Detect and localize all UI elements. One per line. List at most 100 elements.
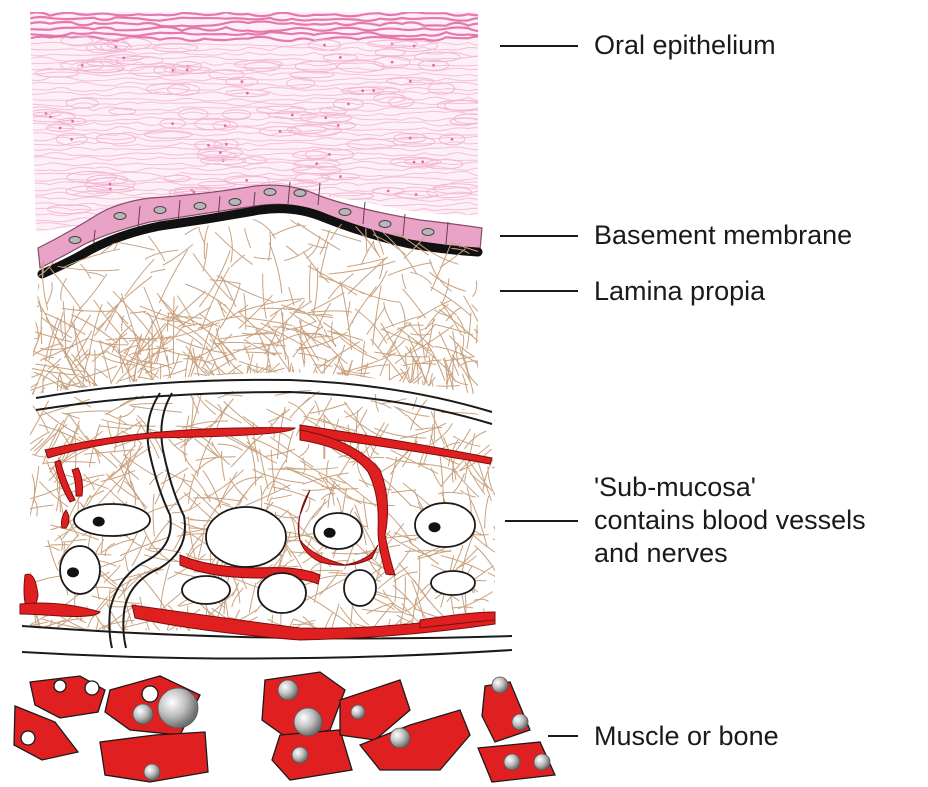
- fibre: [370, 270, 388, 297]
- fibre: [250, 366, 261, 415]
- fibre: [80, 264, 90, 279]
- fibre: [249, 583, 255, 613]
- label-muscle-or-bone: Muscle or bone: [594, 720, 779, 753]
- fibre: [224, 304, 244, 322]
- fibre: [136, 628, 146, 676]
- epithelium-nucleus: [71, 120, 74, 123]
- fibre: [88, 272, 104, 276]
- sub-mucosa-lower-boundary-inner: [22, 650, 512, 659]
- fibre: [100, 561, 117, 566]
- fibre: [314, 378, 326, 415]
- fibre: [492, 417, 510, 442]
- fibre: [254, 363, 280, 384]
- fibre: [63, 540, 87, 543]
- fibre: [1, 374, 33, 380]
- fibre: [150, 269, 165, 272]
- epithelium-nucleus: [451, 138, 454, 141]
- epithelium-nucleus: [315, 162, 318, 165]
- fibre: [263, 274, 267, 319]
- fibre: [163, 244, 193, 265]
- fibre: [410, 395, 432, 431]
- fibre: [272, 225, 301, 236]
- fibre: [45, 546, 60, 550]
- fibre: [47, 283, 53, 305]
- bone-granule: [492, 677, 508, 693]
- fibre: [60, 496, 61, 512]
- fibre: [57, 372, 60, 408]
- fibre: [173, 628, 178, 653]
- fibre: [166, 388, 189, 394]
- fibre: [153, 494, 154, 537]
- bone-granule: [390, 728, 410, 748]
- bone-granule: [351, 705, 365, 719]
- fibre: [355, 309, 387, 344]
- bone-granule: [158, 688, 198, 728]
- fibre: [492, 409, 516, 415]
- fibre: [75, 350, 89, 362]
- fat-cell: [431, 571, 475, 595]
- fibre: [126, 557, 129, 572]
- fibre: [149, 548, 180, 553]
- fibre: [103, 625, 133, 644]
- basal-cell-nucleus: [422, 229, 434, 236]
- fibre: [23, 482, 68, 500]
- epithelium-nucleus: [421, 160, 424, 163]
- fibre: [320, 571, 339, 595]
- epithelium-nucleus: [291, 114, 294, 117]
- fibre: [49, 267, 82, 312]
- fibre: [229, 227, 233, 263]
- fibre: [230, 478, 248, 500]
- fat-cell-nucleus: [93, 517, 105, 527]
- fibre: [439, 451, 443, 503]
- fibre: [310, 355, 339, 398]
- fibre: [267, 373, 285, 378]
- fibre: [41, 309, 42, 344]
- fibre: [25, 401, 49, 444]
- fibre: [445, 365, 447, 398]
- fibre: [437, 386, 461, 387]
- fibre: [194, 374, 213, 380]
- basal-cell-nucleus: [114, 213, 126, 220]
- epithelium-nucleus: [81, 64, 84, 67]
- fibre: [323, 358, 326, 410]
- fibre: [347, 301, 350, 319]
- fragment-nucleus: [142, 686, 158, 702]
- fibre: [488, 404, 499, 438]
- bone-granule: [504, 754, 520, 770]
- fibre: [488, 573, 524, 590]
- fibre: [244, 364, 248, 391]
- fibre: [100, 389, 130, 424]
- leader-lines: [500, 46, 578, 736]
- fibre: [217, 275, 274, 302]
- fibre: [148, 520, 170, 550]
- bone-granule: [133, 704, 153, 724]
- basal-cell-nucleus: [264, 189, 276, 196]
- fibre: [174, 630, 190, 634]
- fibre: [315, 303, 331, 338]
- fibre: [477, 361, 483, 406]
- epithelium-nucleus: [279, 130, 282, 133]
- bone-granule: [144, 764, 160, 780]
- fibre: [282, 376, 290, 390]
- fibre: [62, 308, 114, 311]
- basal-cell-nucleus: [69, 237, 81, 244]
- label-oral-epithelium: Oral epithelium: [594, 29, 776, 62]
- fibre: [311, 562, 325, 570]
- fibre: [278, 390, 295, 428]
- fibre: [231, 393, 242, 418]
- fibre: [261, 308, 292, 309]
- fibre: [120, 445, 135, 468]
- fibre: [300, 370, 304, 420]
- epithelium-nucleus: [246, 92, 249, 95]
- fibre: [72, 331, 92, 365]
- fibre: [345, 407, 362, 417]
- fat-cell: [344, 570, 376, 606]
- fibre: [331, 322, 335, 347]
- epithelium-nucleus: [49, 116, 52, 119]
- fibre: [6, 373, 42, 388]
- epithelium-nucleus: [324, 116, 327, 119]
- fibre: [402, 289, 425, 319]
- bone-granule: [292, 747, 308, 763]
- fibre: [286, 246, 299, 256]
